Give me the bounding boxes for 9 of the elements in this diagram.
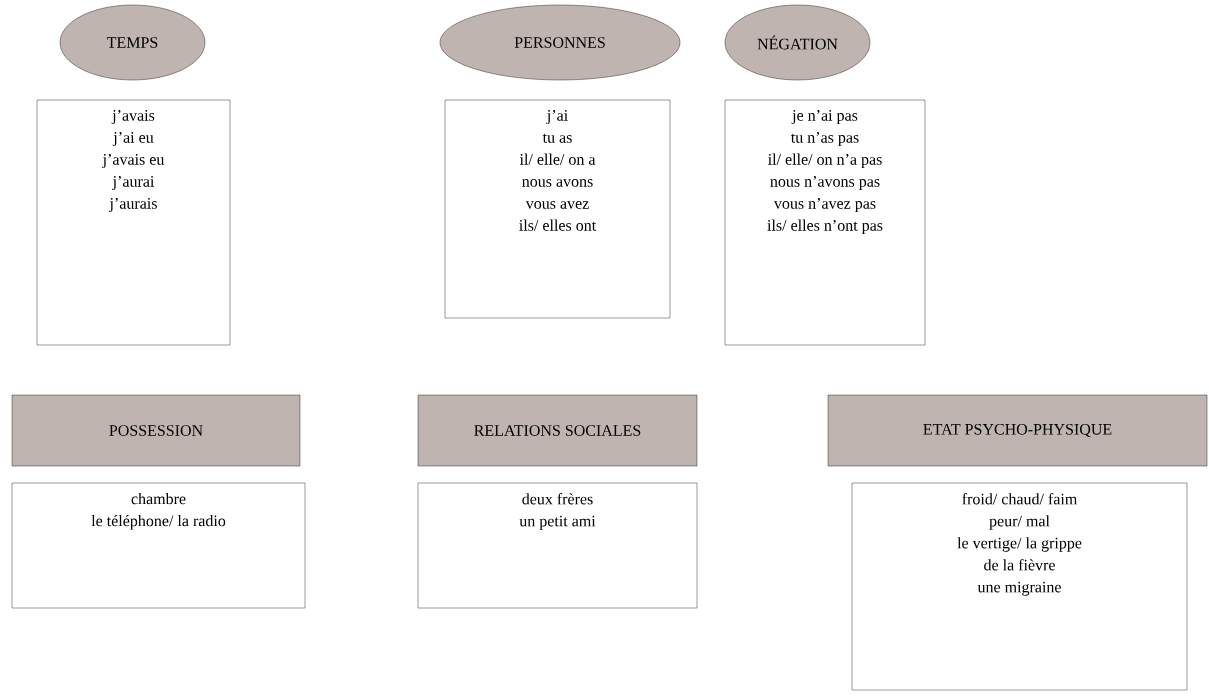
word-list-box: chambre le téléphone/ la radio [11, 482, 306, 609]
word-list-box: je n’ai pas tu n’as pas il/ elle/ on n’a pas nous n’avons pas vous n’avez pas ils/ elles n’ont pas [724, 99, 926, 346]
category-box: ETAT PSYCHO-PHYSIQUE [827, 394, 1208, 467]
word-list-box: j’avais j’ai eu j’avais eu j’aurai j’aurais [36, 99, 231, 346]
word-list-box: deux frères un petit ami [417, 482, 698, 609]
word-list-box: froid/ chaud/ faim peur/ mal le vertige/ la grippe de la fièvre une migraine [851, 482, 1188, 691]
category-box: POSSESSION [11, 394, 301, 467]
word-list-box: j’ai tu as il/ elle/ on a nous avons vous avez ils/ elles ont [444, 99, 671, 319]
category-box: RELATIONS SOCIALES [417, 394, 698, 467]
